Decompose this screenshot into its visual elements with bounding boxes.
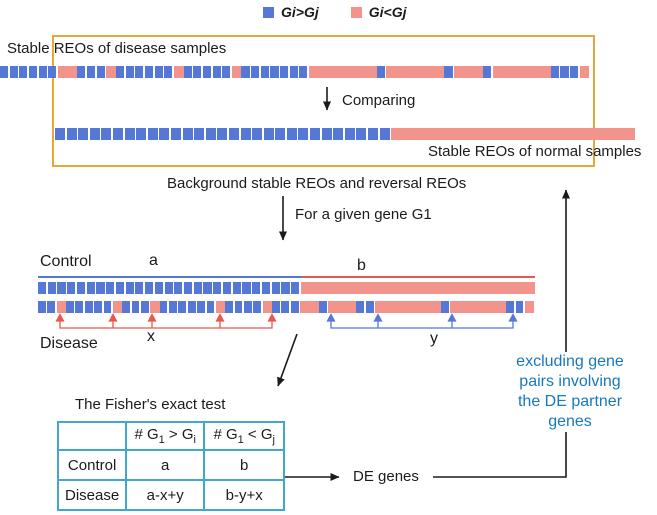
table-row-disease: Disease a-x+y b-y+x	[56, 479, 286, 511]
excluding-note-line: the DE partner	[517, 393, 623, 410]
de-genes-label: DE genes	[353, 468, 419, 485]
pink-square-icon	[350, 6, 362, 18]
legend: Gi>Gj Gi<Gj	[263, 4, 406, 20]
fisher-table: # G1 > Gi # G1 < Gj Control a b Disease …	[56, 421, 286, 511]
blue-square-icon	[263, 6, 274, 18]
disease-reos-bar	[0, 66, 590, 78]
row-label: Disease	[56, 479, 128, 511]
disease-reos-label: Stable REOs of disease samples	[7, 40, 227, 57]
feedback-elbow-arrow	[433, 189, 570, 478]
fisher-title: The Fisher's exact test	[75, 396, 226, 413]
region-x-label: x	[147, 328, 155, 345]
region-y-label: y	[430, 330, 438, 347]
legend-item-gi-gt-gj: Gi>Gj	[263, 4, 319, 20]
region-a-label: a	[149, 252, 158, 269]
cell-control-a: a	[125, 449, 206, 481]
cell-control-b: b	[203, 449, 286, 481]
disease-label: Disease	[40, 335, 98, 352]
to-fisher-arrow	[277, 333, 298, 387]
excluding-note-line: genes	[548, 413, 592, 430]
row-label: Control	[56, 449, 128, 481]
legend-item-gi-lt-gj: Gi<Gj	[350, 4, 407, 20]
control-reos-bar	[38, 282, 535, 294]
normal-reos-bar	[55, 128, 635, 140]
x-bracket	[55, 313, 277, 329]
disease-reos-row-bar	[38, 301, 535, 313]
table-header-lt: # G1 < Gj	[203, 421, 286, 451]
y-bracket	[326, 313, 518, 329]
region-b-label: b	[357, 257, 366, 274]
excluding-note-line: excluding gene	[516, 353, 624, 370]
normal-reos-label: Stable REOs of normal samples	[428, 143, 642, 160]
comparison-box	[52, 35, 595, 167]
given-gene-label: For a given gene G1	[295, 206, 432, 223]
control-label: Control	[40, 253, 92, 270]
table-header-gt: # G1 > Gi	[125, 421, 206, 451]
excluding-note: excluding gene pairs involving the DE pa…	[500, 352, 640, 432]
control-b-overline	[302, 276, 535, 278]
table-header-row: # G1 > Gi # G1 < Gj	[56, 421, 286, 451]
comparing-label: Comparing	[342, 92, 416, 109]
background-reos-label: Background stable REOs and reversal REOs	[167, 175, 467, 192]
cell-disease-axy: a-x+y	[125, 479, 206, 511]
legend-label: Gi<Gj	[368, 4, 407, 20]
legend-label: Gi>Gj	[281, 4, 319, 20]
table-corner-cell	[56, 421, 128, 451]
table-row-control: Control a b	[56, 449, 286, 481]
cell-disease-byx: b-y+x	[203, 479, 286, 511]
excluding-note-line: pairs involving	[519, 373, 621, 390]
control-a-overline	[38, 276, 302, 278]
